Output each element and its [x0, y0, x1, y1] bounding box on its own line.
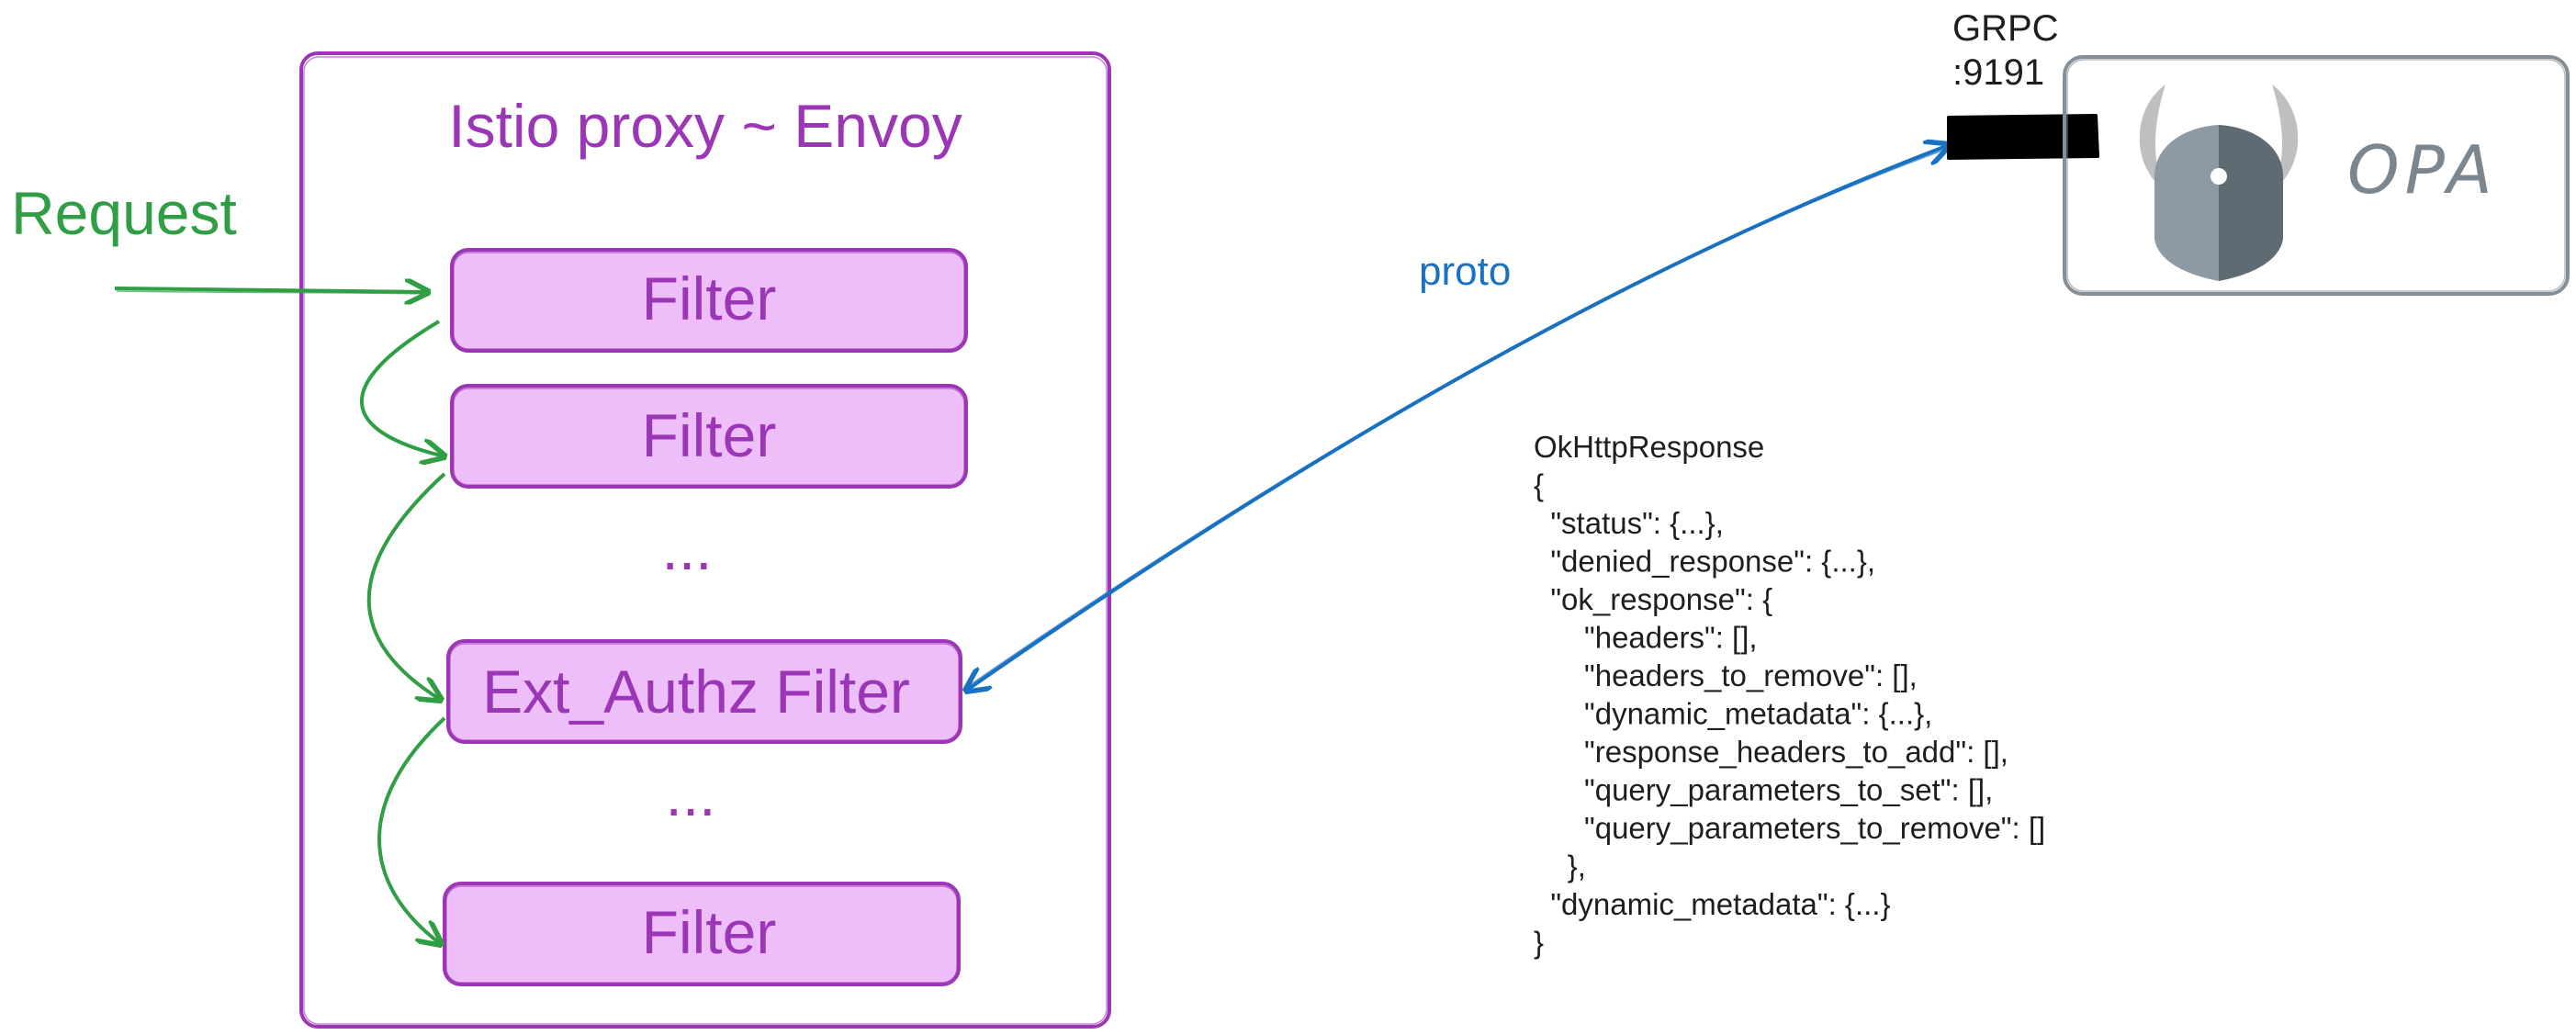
ok-http-response-code-block: OkHttpResponse { "status": {...}, "denied…	[1534, 430, 2045, 960]
opa-viking-logo-icon	[2139, 84, 2299, 281]
opa-box	[2063, 55, 2570, 296]
ellipsis-1: ...	[661, 514, 712, 582]
filter-box-4: Filter	[443, 882, 961, 986]
code-line: "dynamic_metadata": {...}	[1534, 887, 1890, 921]
grpc-port-bar	[1947, 114, 2099, 160]
grpc-port-label-line-1: GRPC	[1952, 8, 2059, 49]
request-arrow	[114, 288, 428, 294]
code-line: "headers_to_remove": [],	[1534, 658, 1918, 692]
proto-label: proto	[1419, 249, 1511, 294]
proto-connection-arrow	[966, 145, 1949, 691]
code-line: "query_parameters_to_remove": []	[1534, 811, 2045, 845]
request-label: Request	[11, 179, 237, 247]
code-line: "query_parameters_to_set": [],	[1534, 773, 1993, 807]
flow-arrow-2	[366, 472, 444, 700]
filter-box-2: Filter	[450, 384, 968, 489]
ext-authz-filter-label: Ext_Authz Filter	[482, 658, 910, 726]
ext-authz-filter-box: Ext_Authz Filter	[446, 639, 962, 744]
opa-label: OPA	[2347, 131, 2498, 208]
filter-label-2: Filter	[642, 401, 777, 469]
code-line: "headers": [],	[1534, 621, 1758, 655]
code-line: "denied_response": {...},	[1534, 545, 1875, 579]
ellipsis-2: ...	[665, 760, 715, 828]
flow-arrow-1	[360, 320, 444, 456]
code-line: "ok_response": {	[1534, 582, 1772, 616]
proxy-title: Istio proxy ~ Envoy	[448, 92, 962, 160]
code-line: "response_headers_to_add": [],	[1534, 735, 2008, 769]
code-line: {	[1534, 468, 1544, 502]
filter-box-1: Filter	[450, 248, 968, 353]
code-line: }	[1534, 926, 1544, 960]
flow-arrow-3	[377, 716, 444, 944]
code-line: "dynamic_metadata": {...},	[1534, 697, 1932, 731]
filter-label-1: Filter	[642, 264, 777, 332]
code-line: "status": {...},	[1534, 506, 1724, 540]
filter-label-4: Filter	[642, 898, 777, 966]
code-line: },	[1534, 849, 1586, 883]
code-line: OkHttpResponse	[1534, 430, 1764, 464]
grpc-port-label-line-2: :9191	[1952, 52, 2044, 93]
